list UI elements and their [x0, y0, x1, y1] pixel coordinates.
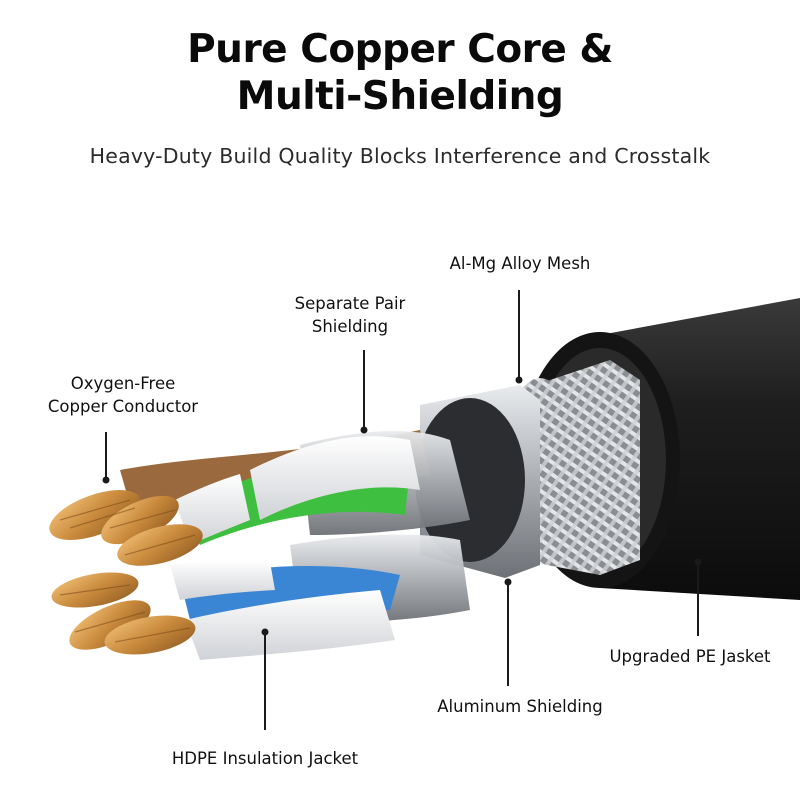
leader-dot [694, 558, 702, 566]
title-line-1: Pure Copper Core & [187, 27, 613, 72]
label-conductor-line1: Oxygen-Free [70, 374, 176, 393]
subtitle: Heavy-Duty Build Quality Blocks Interfer… [89, 144, 711, 168]
copper-conductors [49, 490, 203, 655]
leader-dot [102, 476, 110, 484]
label-mesh: Al-Mg Alloy Mesh [449, 254, 591, 273]
label-pe-jacket: Upgraded PE Jasket [609, 647, 771, 666]
label-conductor-line2: Copper Conductor [47, 397, 199, 416]
label-aluminum: Aluminum Shielding [437, 697, 603, 716]
title-line-2: Multi-Shielding [236, 74, 564, 119]
leader-dot [360, 426, 368, 434]
label-pair-shield-line2: Shielding [311, 317, 389, 336]
white-wire-lower [170, 560, 395, 660]
label-pair-shield-line1: Separate Pair [294, 294, 406, 313]
label-conductor: Oxygen-Free Copper Conductor [38, 372, 208, 418]
leader-lines [105, 290, 699, 730]
leader-dot [515, 376, 523, 384]
leader-dot [261, 628, 269, 636]
label-pair-shield: Separate Pair Shielding [280, 292, 420, 338]
leader-dot [504, 578, 512, 586]
label-hdpe: HDPE Insulation Jacket [171, 749, 359, 768]
white-wire-upper [250, 436, 420, 520]
